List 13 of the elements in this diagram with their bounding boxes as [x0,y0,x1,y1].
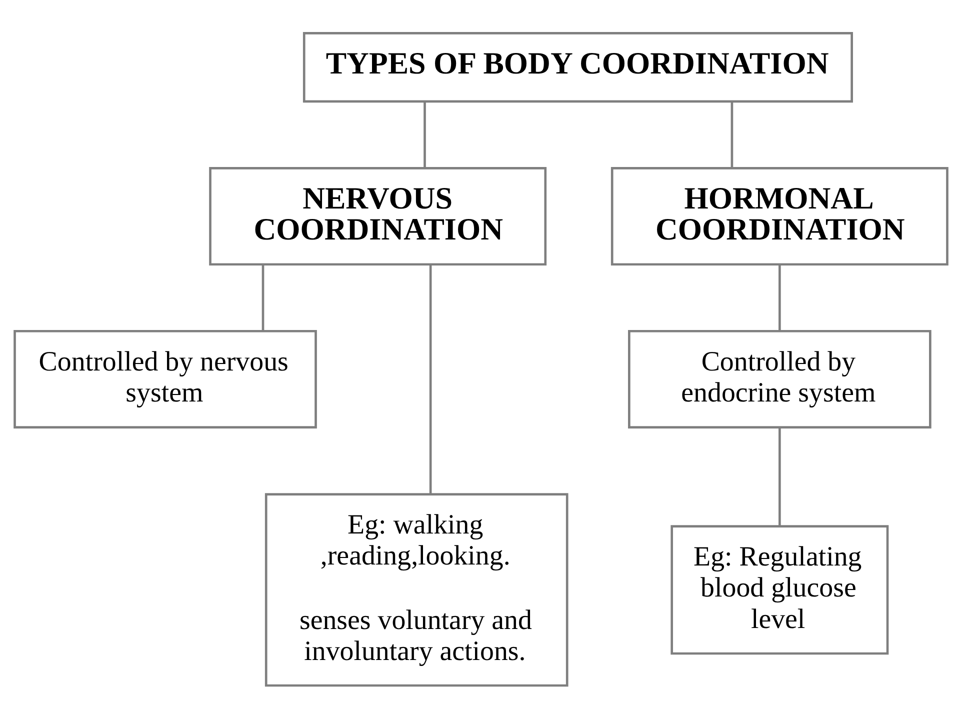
connector [424,102,426,168]
node-box: TYPES OF BODY COORDINATION [302,32,853,103]
node-box: Controlled by nervous system [14,330,317,428]
connector [778,264,781,331]
connector [429,265,432,494]
node-box: Eg: Regulating blood glucose level [670,525,889,655]
node-box: Controlled by endocrine system [628,330,932,428]
node-box: NERVOUS COORDINATION [209,167,547,266]
connector [730,102,734,168]
connector [262,264,264,331]
connector [778,428,781,526]
node-box: HORMONAL COORDINATION [610,167,948,266]
node-box: Eg: walking ,reading,looking. senses voluntary and involuntary actions. [264,493,568,687]
